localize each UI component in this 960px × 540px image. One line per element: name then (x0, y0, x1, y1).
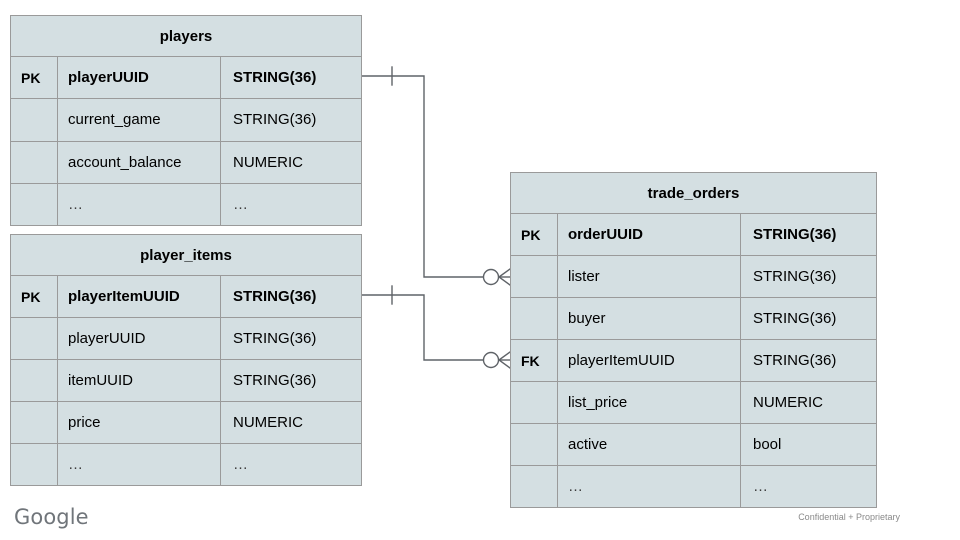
table-row[interactable]: playerUUID STRING(36) (11, 318, 361, 360)
row-key-flag (511, 298, 558, 339)
row-column-type: … (233, 195, 249, 213)
row-column-type: STRING(36) (233, 330, 317, 347)
row-column-type: STRING(36) (753, 352, 837, 369)
row-key-flag (511, 466, 558, 507)
table-row[interactable]: FK playerItemUUID STRING(36) (511, 340, 876, 382)
row-column-name: playerUUID (58, 57, 221, 99)
row-column-type: STRING(36) (233, 288, 317, 305)
row-column-name: orderUUID (558, 214, 741, 255)
row-column-type: bool (753, 436, 782, 453)
cardinality-zero-or-many-lister (482, 268, 511, 286)
table-row[interactable]: list_price NUMERIC (511, 382, 876, 424)
table-row[interactable]: account_balance NUMERIC (11, 141, 361, 184)
google-logo: Google (14, 505, 89, 529)
confidentiality-note: Confidential + Proprietary (798, 512, 900, 522)
row-key-flag (11, 99, 58, 141)
table-row[interactable]: … … (511, 466, 876, 507)
entity-title-players: players (11, 16, 361, 57)
row-key-flag (11, 444, 58, 485)
row-key-flag: PK (511, 214, 558, 255)
row-column-name: … (58, 444, 221, 485)
row-column-type: STRING(36) (233, 372, 317, 389)
entity-rows-player-items: PK playerItemUUID STRING(36) playerUUID … (11, 276, 361, 485)
entity-rows-trade-orders: PK orderUUID STRING(36) lister STRING(36… (511, 214, 876, 507)
table-row[interactable]: active bool (511, 424, 876, 466)
table-row[interactable]: current_game STRING(36) (11, 99, 361, 142)
row-column-name: playerUUID (58, 318, 221, 359)
row-column-type: STRING(36) (233, 69, 317, 87)
entity-title-trade-orders: trade_orders (511, 173, 876, 214)
row-column-name: current_game (58, 99, 221, 141)
row-column-type: STRING(36) (753, 310, 837, 327)
row-key-flag (11, 318, 58, 359)
row-key-flag (511, 256, 558, 297)
row-key-flag (511, 382, 558, 423)
row-column-name: list_price (558, 382, 741, 423)
row-column-name: buyer (558, 298, 741, 339)
row-key-flag: FK (511, 340, 558, 381)
table-row[interactable]: PK playerItemUUID STRING(36) (11, 276, 361, 318)
row-key-flag: PK (11, 57, 58, 99)
cardinality-zero-or-many-playeritemuuid (482, 351, 511, 369)
row-column-name: price (58, 402, 221, 443)
entity-rows-players: PK playerUUID STRING(36) current_game ST… (11, 57, 361, 225)
row-column-name: … (58, 183, 221, 225)
row-column-type: NUMERIC (233, 153, 303, 171)
table-row[interactable]: price NUMERIC (11, 402, 361, 444)
row-key-flag (11, 402, 58, 443)
row-key-flag (511, 424, 558, 465)
row-key-flag (11, 141, 58, 183)
table-row[interactable]: … … (11, 183, 361, 225)
table-row[interactable]: itemUUID STRING(36) (11, 360, 361, 402)
row-column-type: NUMERIC (753, 394, 823, 411)
row-column-name: active (558, 424, 741, 465)
table-row[interactable]: lister STRING(36) (511, 256, 876, 298)
row-column-name: … (558, 466, 741, 507)
connector-player-items-trade-orders (361, 285, 487, 361)
row-column-type: STRING(36) (233, 111, 317, 129)
row-key-flag (11, 183, 58, 225)
entity-player-items[interactable]: player_items PK playerItemUUID STRING(36… (10, 234, 362, 486)
row-column-type: … (233, 456, 249, 473)
row-column-name: lister (558, 256, 741, 297)
table-row[interactable]: PK playerUUID STRING(36) (11, 57, 361, 100)
entity-title-player-items: player_items (11, 235, 361, 276)
row-column-type: … (753, 478, 769, 495)
row-column-type: STRING(36) (753, 268, 837, 285)
row-column-name: account_balance (58, 141, 221, 183)
row-column-name: itemUUID (58, 360, 221, 401)
row-key-flag (11, 360, 58, 401)
row-column-type: NUMERIC (233, 414, 303, 431)
table-row[interactable]: … … (11, 444, 361, 485)
row-column-type: STRING(36) (753, 226, 837, 243)
entity-players[interactable]: players PK playerUUID STRING(36) current… (10, 15, 362, 226)
row-key-flag: PK (11, 276, 58, 317)
entity-trade-orders[interactable]: trade_orders PK orderUUID STRING(36) lis… (510, 172, 877, 508)
table-row[interactable]: PK orderUUID STRING(36) (511, 214, 876, 256)
row-column-name: playerItemUUID (558, 340, 741, 381)
table-row[interactable]: buyer STRING(36) (511, 298, 876, 340)
row-column-name: playerItemUUID (58, 276, 221, 317)
connector-players-trade-orders (361, 66, 487, 278)
